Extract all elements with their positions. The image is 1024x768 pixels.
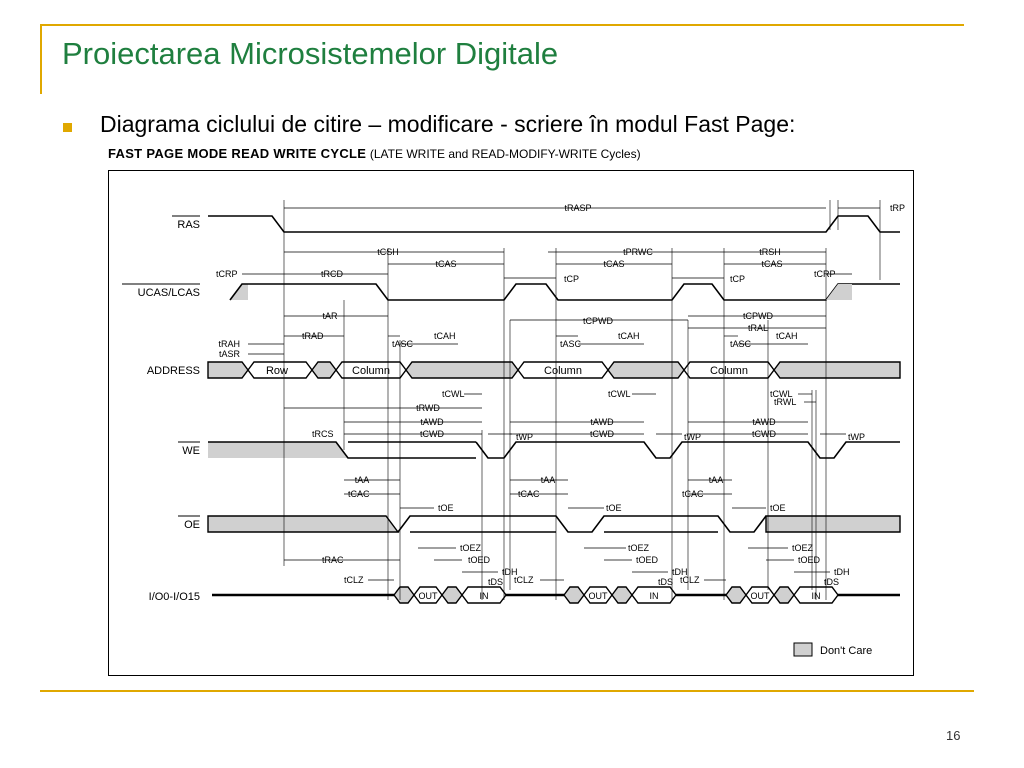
label-tawd-3: tAWD xyxy=(752,417,776,427)
label-toez-1: tOEZ xyxy=(460,543,482,553)
signal-ucas: UCAS/LCAS xyxy=(138,287,200,299)
label-toe-1: tOE xyxy=(438,503,454,513)
figure-caption: FAST PAGE MODE READ WRITE CYCLE (LATE WR… xyxy=(108,146,641,161)
label-tcpwd-2: tCPWD xyxy=(743,311,773,321)
label-tds-1: tDS xyxy=(488,577,503,587)
label-trad: tRAD xyxy=(302,331,324,341)
label-tclz-2: tCLZ xyxy=(514,575,534,585)
label-taa-2: tAA xyxy=(541,475,556,485)
label-toez-2: tOEZ xyxy=(628,543,650,553)
label-tral: tRAL xyxy=(748,323,768,333)
io-in-1: IN xyxy=(480,591,489,601)
label-tcac-2: tCAC xyxy=(518,489,540,499)
signal-we: WE xyxy=(182,445,200,457)
page-number: 16 xyxy=(946,728,961,743)
label-trcs: tRCS xyxy=(312,429,334,439)
label-tar: tAR xyxy=(322,311,338,321)
timing-diagram: RAS UCAS/LCAS ADDRESS WE OE I/O0-I/O15 R… xyxy=(108,170,914,676)
label-twp-1: tWP xyxy=(516,432,533,442)
bus-column-3: Column xyxy=(710,365,748,377)
label-tcas-3: tCAS xyxy=(761,259,782,269)
label-tasc-2: tASC xyxy=(560,339,582,349)
bus-column-2: Column xyxy=(544,365,582,377)
io-out-2: OUT xyxy=(589,591,609,601)
label-tcwd-1: tCWD xyxy=(420,429,444,439)
slide-title: Proiectarea Microsistemelor Digitale xyxy=(62,36,559,71)
io-out-1: OUT xyxy=(419,591,439,601)
label-tdh-1: tDH xyxy=(502,567,518,577)
signal-ras: RAS xyxy=(177,219,200,231)
label-tcwl-2: tCWL xyxy=(608,389,631,399)
bus-row: Row xyxy=(266,365,288,377)
label-tcp-1: tCP xyxy=(564,274,579,284)
label-trah: tRAH xyxy=(218,339,240,349)
label-twp-2: tWP xyxy=(684,432,701,442)
label-tcah-2: tCAH xyxy=(618,331,640,341)
label-tds-2: tDS xyxy=(658,577,673,587)
bullet-marker xyxy=(63,123,72,132)
label-toe-2: tOE xyxy=(606,503,622,513)
label-taa-1: tAA xyxy=(355,475,370,485)
label-tcas-2: tCAS xyxy=(603,259,624,269)
label-trsh: tRSH xyxy=(759,247,781,257)
label-tclz-1: tCLZ xyxy=(344,575,364,585)
label-tasc-3: tASC xyxy=(730,339,752,349)
label-tcac-1: tCAC xyxy=(348,489,370,499)
label-trwl: tRWL xyxy=(774,397,796,407)
label-tcpwd-1: tCPWD xyxy=(583,316,613,326)
label-tcwl-3: tCWL xyxy=(770,389,793,399)
label-tds-3: tDS xyxy=(824,577,839,587)
top-rule xyxy=(40,24,964,26)
label-tasc-1: tASC xyxy=(392,339,414,349)
label-tcas-1: tCAS xyxy=(435,259,456,269)
io-in-2: IN xyxy=(650,591,659,601)
label-tawd-1: tAWD xyxy=(420,417,444,427)
label-tawd-2: tAWD xyxy=(590,417,614,427)
legend-swatch xyxy=(793,642,813,657)
bottom-rule xyxy=(40,690,974,692)
left-rule xyxy=(40,24,42,94)
label-toed-2: tOED xyxy=(636,555,659,565)
label-tcwd-3: tCWD xyxy=(752,429,776,439)
label-tprwc: tPRWC xyxy=(623,247,653,257)
label-trac: tRAC xyxy=(322,555,344,565)
label-tcwl-1: tCWL xyxy=(442,389,465,399)
label-twp-3: tWP xyxy=(848,432,865,442)
label-tdh-2: tDH xyxy=(672,567,688,577)
label-tcwd-2: tCWD xyxy=(590,429,614,439)
label-tcp-2: tCP xyxy=(730,274,745,284)
label-tcsh: tCSH xyxy=(377,247,399,257)
legend-label: Don't Care xyxy=(820,645,872,657)
label-tcac-3: tCAC xyxy=(682,489,704,499)
label-tdh-3: tDH xyxy=(834,567,850,577)
bullet-text: Diagrama ciclului de citire – modificare… xyxy=(100,111,796,137)
label-tclz-3: tCLZ xyxy=(680,575,700,585)
figure-caption-bold: FAST PAGE MODE READ WRITE CYCLE xyxy=(108,146,367,161)
figure-caption-rest: (LATE WRITE and READ-MODIFY-WRITE Cycles… xyxy=(369,147,641,161)
label-trcd: tRCD xyxy=(321,269,343,279)
signal-io: I/O0-I/O15 xyxy=(149,591,200,603)
bus-column-1: Column xyxy=(352,365,390,377)
label-trwd: tRWD xyxy=(416,403,440,413)
signal-oe: OE xyxy=(184,519,200,531)
label-toez-3: tOEZ xyxy=(792,543,814,553)
label-toed-1: tOED xyxy=(468,555,491,565)
io-out-3: OUT xyxy=(751,591,771,601)
label-tcrp-2: tCRP xyxy=(814,269,836,279)
signal-address: ADDRESS xyxy=(147,365,200,377)
label-tcah-3: tCAH xyxy=(776,331,798,341)
label-tcrp-1: tCRP xyxy=(216,269,238,279)
label-toe-3: tOE xyxy=(770,503,786,513)
label-toed-3: tOED xyxy=(798,555,821,565)
label-tasr: tASR xyxy=(219,349,241,359)
label-tcah-1: tCAH xyxy=(434,331,456,341)
label-trp: tRP xyxy=(890,203,905,213)
label-taa-3: tAA xyxy=(709,475,724,485)
label-trasp: tRASP xyxy=(564,203,591,213)
